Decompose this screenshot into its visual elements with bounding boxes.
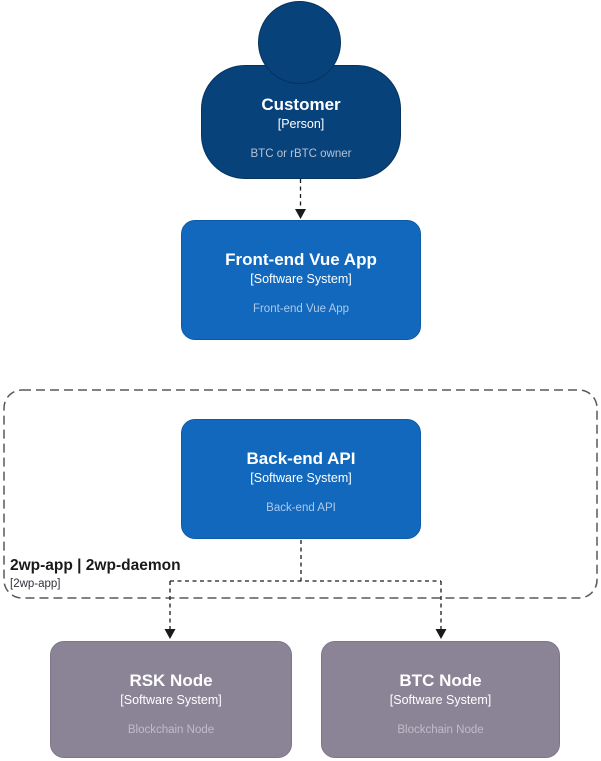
person-head-icon [258,1,341,84]
rsk-node-type-label: [Software System] [120,693,222,707]
backend-description: Back-end API [266,502,336,514]
boundary-2wp-app-outline [3,389,598,599]
customer-type-label: [Person] [277,117,325,131]
frontend-system-node: Front-end Vue App [Software System] Fron… [181,220,421,340]
rsk-node-system: RSK Node [Software System] Blockchain No… [50,641,292,758]
backend-type-label: [Software System] [250,471,352,485]
rsk-node-description: Blockchain Node [127,724,215,736]
arrow-backend-to-rsk-head [164,629,176,639]
frontend-type-label: [Software System] [250,272,352,286]
frontend-description: Front-end Vue App [252,303,350,315]
frontend-title: Front-end Vue App [225,250,377,269]
btc-node-system: BTC Node [Software System] Blockchain No… [321,641,560,758]
btc-node-description: Blockchain Node [397,724,484,736]
customer-description: BTC or rBTC owner [250,148,352,160]
customer-person-node: Customer [Person] BTC or rBTC owner [201,65,401,179]
btc-node-title: BTC Node [399,671,482,690]
arrow-backend-to-btc-head [435,629,447,639]
backend-title: Back-end API [246,449,356,468]
btc-node-type-label: [Software System] [389,693,492,707]
customer-title: Customer [261,95,341,114]
boundary-label: 2wp-app | 2wp-daemon [2wp-app] [10,556,181,591]
boundary-subtitle: [2wp-app] [10,578,61,590]
backend-system-node: Back-end API [Software System] Back-end … [181,419,421,539]
boundary-title: 2wp-app | 2wp-daemon [10,557,181,574]
arrow-customer-to-frontend-head [295,209,306,219]
rsk-node-title: RSK Node [129,671,213,690]
